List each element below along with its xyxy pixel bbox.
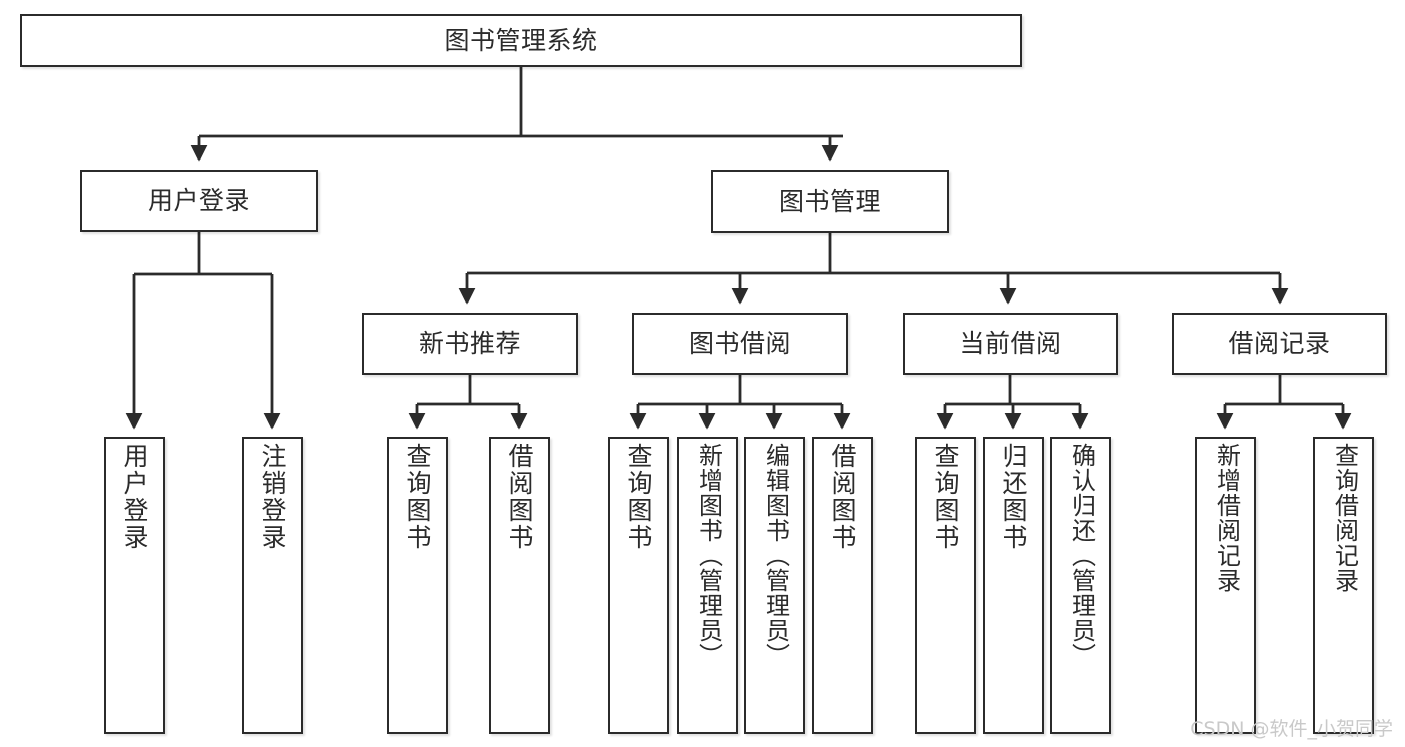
node-leaf-add-record-label: 新增借阅记录 [1212,443,1241,593]
node-new-book-rec[interactable]: 新书推荐 [362,313,578,375]
node-leaf-borrow-book-2-label: 借阅图书 [828,443,857,551]
node-leaf-return-book-label: 归还图书 [999,443,1028,551]
node-leaf-confirm-return[interactable]: 确认归还（管理员） [1050,437,1111,734]
node-book-borrow[interactable]: 图书借阅 [632,313,848,375]
node-borrow-record[interactable]: 借阅记录 [1172,313,1387,375]
node-leaf-query-book-3-label: 查询图书 [931,443,960,551]
node-leaf-logout-login[interactable]: 注销登录 [242,437,303,734]
node-leaf-borrow-book-2[interactable]: 借阅图书 [812,437,873,734]
node-root[interactable]: 图书管理系统 [20,14,1022,67]
node-leaf-edit-book-label: 编辑图书（管理员） [761,443,790,668]
node-book-manage[interactable]: 图书管理 [711,170,949,233]
node-book-manage-label: 图书管理 [778,186,881,216]
node-leaf-borrow-book-1[interactable]: 借阅图书 [489,437,550,734]
node-leaf-query-book-2[interactable]: 查询图书 [608,437,669,734]
node-current-borrow-label: 当前借阅 [959,329,1062,359]
node-leaf-return-book[interactable]: 归还图书 [983,437,1044,734]
node-leaf-user-login[interactable]: 用户登录 [104,437,165,734]
node-leaf-logout-login-label: 注销登录 [258,443,287,551]
node-leaf-query-book-3[interactable]: 查询图书 [915,437,976,734]
node-leaf-query-record-label: 查询借阅记录 [1330,443,1359,593]
node-leaf-confirm-return-label: 确认归还（管理员） [1067,443,1096,668]
node-leaf-query-book-1[interactable]: 查询图书 [387,437,448,734]
node-borrow-record-label: 借阅记录 [1228,329,1331,359]
node-user-login[interactable]: 用户登录 [80,170,318,232]
node-leaf-edit-book[interactable]: 编辑图书（管理员） [744,437,805,734]
node-leaf-add-book-label: 新增图书（管理员） [694,443,723,668]
node-leaf-query-book-2-label: 查询图书 [624,443,653,551]
node-new-book-rec-label: 新书推荐 [418,329,521,359]
node-leaf-add-record[interactable]: 新增借阅记录 [1195,437,1256,734]
node-leaf-borrow-book-1-label: 借阅图书 [505,443,534,551]
node-user-login-label: 用户登录 [147,186,250,216]
node-leaf-query-record[interactable]: 查询借阅记录 [1313,437,1374,734]
node-root-label: 图书管理系统 [444,25,598,55]
node-leaf-user-login-label: 用户登录 [120,443,149,551]
node-book-borrow-label: 图书借阅 [688,329,791,359]
node-leaf-query-book-1-label: 查询图书 [403,443,432,551]
node-current-borrow[interactable]: 当前借阅 [903,313,1118,375]
node-leaf-add-book[interactable]: 新增图书（管理员） [677,437,738,734]
